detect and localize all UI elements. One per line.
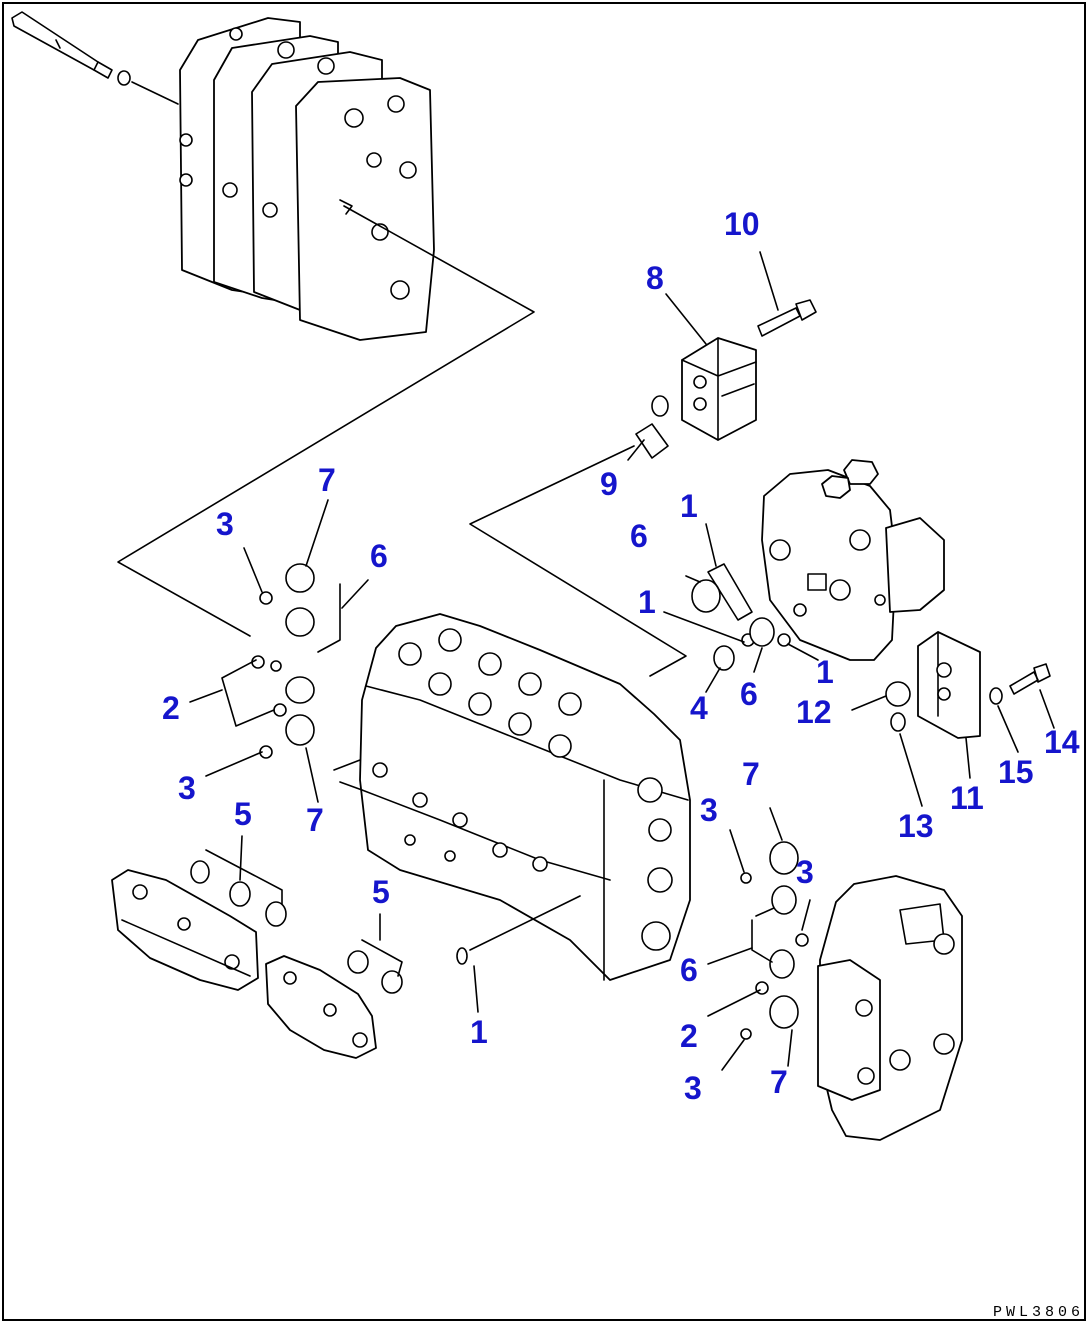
seal-group-right-upper bbox=[691, 563, 791, 671]
valve-assembly-top bbox=[11, 11, 535, 637]
callout-9: 9 bbox=[600, 466, 618, 502]
right-lower-end-section bbox=[817, 875, 963, 1141]
callout-5: 5 bbox=[372, 874, 390, 910]
callout-5: 5 bbox=[234, 796, 252, 832]
item-12-13-seals bbox=[885, 681, 911, 732]
callout-14: 14 bbox=[1044, 724, 1080, 760]
callout-6: 6 bbox=[680, 952, 698, 988]
item-9-seals bbox=[469, 395, 687, 677]
callout-2: 2 bbox=[162, 690, 180, 726]
callout-11: 11 bbox=[950, 780, 984, 816]
callout-3: 3 bbox=[796, 854, 814, 890]
callout-8: 8 bbox=[646, 260, 664, 296]
leader-lines bbox=[189, 251, 1055, 1071]
seal-group-right-lower bbox=[740, 841, 809, 1040]
callout-1: 1 bbox=[680, 488, 698, 524]
callout-6: 6 bbox=[630, 518, 648, 554]
item-15-washer bbox=[989, 687, 1003, 705]
drawing-code: PWL3806 bbox=[992, 1304, 1084, 1321]
main-valve-body bbox=[333, 613, 691, 981]
item-5-cover-left bbox=[111, 849, 287, 991]
callout-4: 4 bbox=[690, 690, 708, 726]
callout-1: 1 bbox=[638, 584, 656, 620]
seal-group-left bbox=[221, 563, 341, 759]
callout-1: 1 bbox=[470, 1014, 488, 1050]
item-1-ball-lower bbox=[456, 895, 581, 965]
callout-3: 3 bbox=[178, 770, 196, 806]
callout-2: 2 bbox=[680, 1018, 698, 1054]
item-5-cover-middle bbox=[265, 939, 403, 1059]
callout-3: 3 bbox=[700, 792, 718, 828]
item-10-bolt bbox=[757, 299, 817, 337]
item-8-block bbox=[681, 337, 757, 441]
callout-3: 3 bbox=[684, 1070, 702, 1106]
callout-6: 6 bbox=[740, 676, 758, 712]
callout-3: 3 bbox=[216, 506, 234, 542]
callout-6: 6 bbox=[370, 538, 388, 574]
callout-1: 1 bbox=[816, 654, 834, 690]
callout-13: 13 bbox=[898, 808, 934, 844]
right-upper-valve-section bbox=[761, 459, 945, 661]
callout-15: 15 bbox=[998, 754, 1034, 790]
item-14-bolt bbox=[1009, 663, 1051, 695]
callout-10: 10 bbox=[724, 206, 760, 242]
callout-12: 12 bbox=[796, 694, 832, 730]
callout-7: 7 bbox=[306, 802, 324, 838]
item-11-plate bbox=[917, 631, 981, 739]
callout-7: 7 bbox=[770, 1064, 788, 1100]
callout-7: 7 bbox=[742, 756, 760, 792]
callout-7: 7 bbox=[318, 462, 336, 498]
